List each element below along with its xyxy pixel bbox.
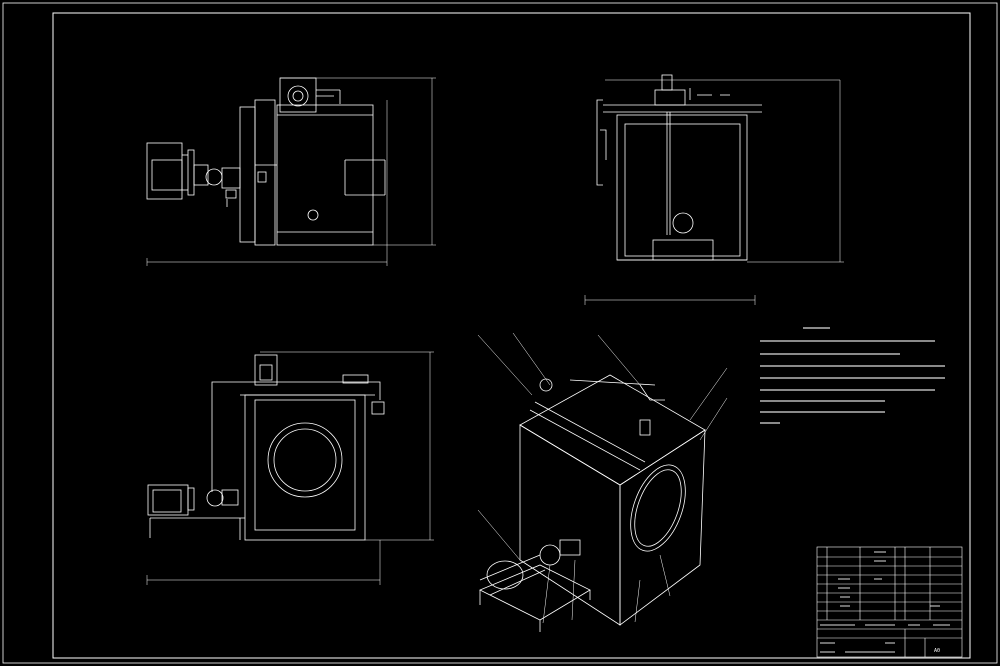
- side-view: [584, 74, 844, 305]
- parts-list-table: [816, 546, 963, 658]
- isometric-view: [477, 332, 728, 632]
- parts-list-marks: [820, 551, 950, 653]
- plan-view: [146, 351, 434, 585]
- front-view: [146, 77, 436, 266]
- inner-frame: [52, 12, 971, 659]
- technical-notes: [760, 327, 945, 424]
- sheet-size: A0: [934, 648, 941, 654]
